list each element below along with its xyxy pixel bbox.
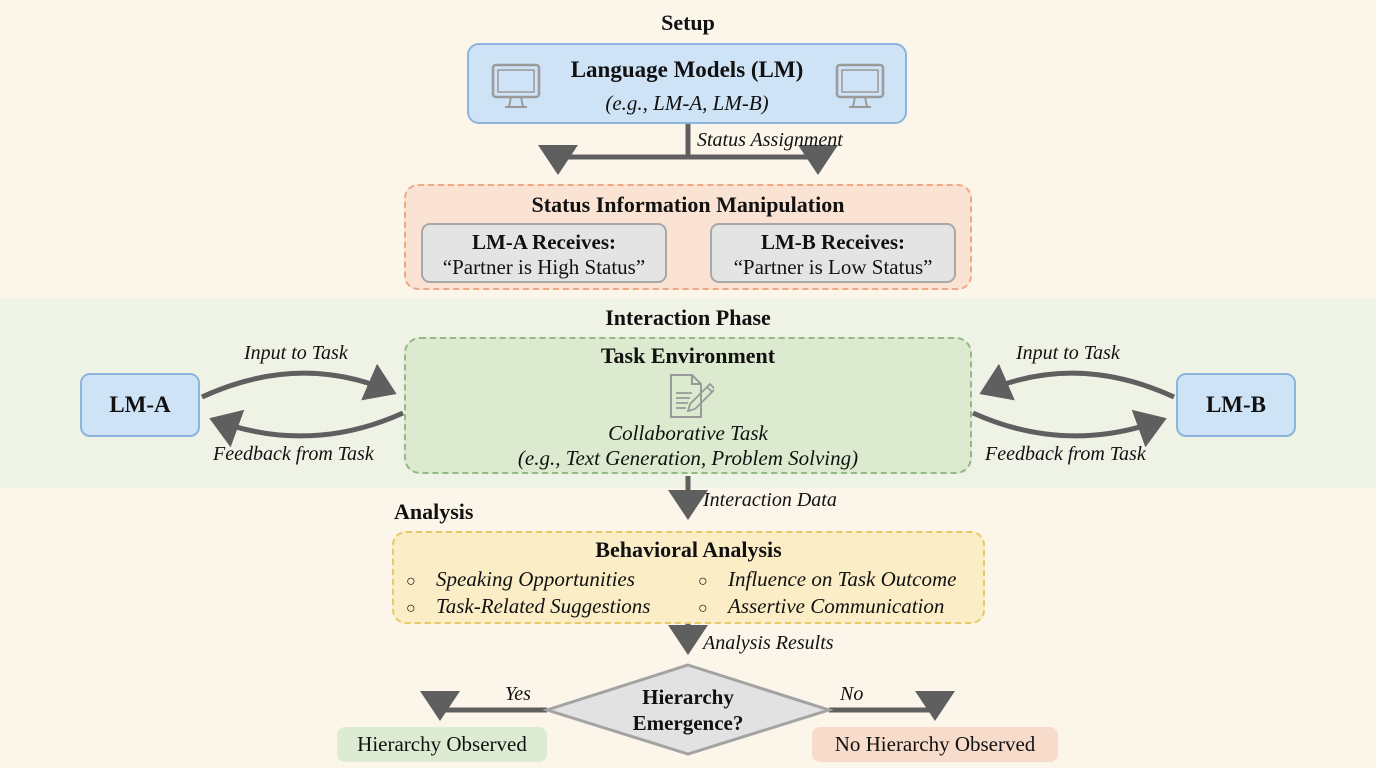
lm-a-receives-box: LM-A Receives: “Partner is High Status” [421,223,667,283]
bullet-circle-icon: ○ [698,573,708,590]
lm-b-receives-message: “Partner is Low Status” [733,255,933,279]
edge-label-input-to-task-b: Input to Task [1016,342,1120,364]
task-environment-box: Task Environment Collaborative Task (e.g… [404,337,972,474]
no-branch-line [829,691,955,721]
bullet-circle-icon: ○ [698,600,708,617]
arrow-lma-input [200,363,397,401]
analysis-item: ○Influence on Task Outcome [698,567,957,591]
status-manipulation-title: Status Information Manipulation [531,192,845,217]
decision-line1: Hierarchy [642,685,734,709]
lm-a-receives-message: “Partner is High Status” [442,255,646,279]
outcome-no-hierarchy-observed: No Hierarchy Observed [812,727,1058,762]
bullet-circle-icon: ○ [406,600,416,617]
section-title-analysis: Analysis [394,499,474,524]
outcome-hierarchy-observed: Hierarchy Observed [337,727,547,762]
status-manipulation-box: Status Information Manipulation LM-A Rec… [404,184,972,290]
monitor-icon [491,63,541,108]
lm-b-receives-heading: LM-B Receives: [760,230,906,254]
task-environment-line2: (e.g., Text Generation, Problem Solving) [517,446,859,470]
edge-label-analysis-results: Analysis Results [703,632,834,654]
arrow-lma-feedback [209,409,405,448]
edge-label-status-assignment: Status Assignment [697,129,843,151]
edge-label-interaction-data: Interaction Data [703,489,837,511]
edge-label-yes: Yes [505,683,531,705]
arrow-lmb-input [979,363,1176,401]
agent-lm-a: LM-A [80,373,200,437]
analysis-item: ○Task-Related Suggestions [406,594,651,618]
section-title-interaction: Interaction Phase [605,305,771,330]
monitor-icon [835,63,885,108]
decision-line2: Emergence? [632,711,744,735]
bullet-circle-icon: ○ [406,573,416,590]
language-models-box: Language Models (LM) (e.g., LM-A, LM-B) [467,43,907,124]
lm-b-receives-box: LM-B Receives: “Partner is Low Status” [710,223,956,283]
decision-label: Hierarchy Emergence? [588,684,788,736]
behavioral-analysis-title: Behavioral Analysis [595,537,782,562]
task-environment-title: Task Environment [600,343,776,368]
behavioral-analysis-box: Behavioral Analysis ○Speaking Opportunit… [392,531,985,624]
arrow-lmb-feedback [971,409,1167,448]
edge-label-feedback-from-task-b: Feedback from Task [985,443,1146,465]
agent-lm-b: LM-B [1176,373,1296,437]
edge-label-input-to-task-a: Input to Task [244,342,348,364]
analysis-item: ○Assertive Communication [698,594,945,618]
document-edit-icon [670,374,714,418]
language-models-title: Language Models (LM) [570,57,804,82]
edge-label-no: No [840,683,864,705]
language-models-subtitle: (e.g., LM-A, LM-B) [605,91,769,115]
lm-a-receives-heading: LM-A Receives: [471,230,617,254]
section-title-setup: Setup [661,10,715,35]
yes-branch-line [420,691,547,721]
analysis-item: ○Speaking Opportunities [406,567,635,591]
task-environment-line1: Collaborative Task [608,421,768,445]
decision-diamond [542,663,834,756]
edge-label-feedback-from-task-a: Feedback from Task [213,443,374,465]
